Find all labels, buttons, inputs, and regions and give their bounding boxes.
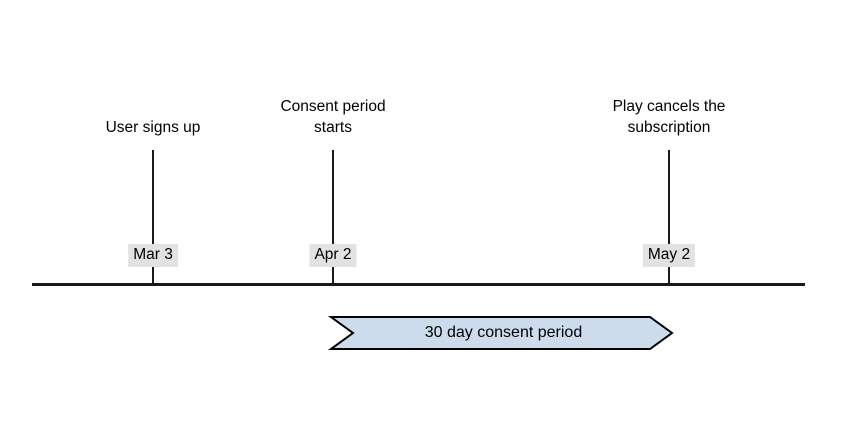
event-stem-play-cancels-the-subscription [668,150,670,283]
date-chip-may-2: May 2 [642,244,696,267]
event-stem-user-signs-up [152,150,154,283]
timeline-axis [32,283,805,286]
date-chip-apr-2: Apr 2 [309,244,357,267]
event-caption-play-cancels-the-subscription: Play cancels the subscription [612,98,726,136]
ribbon-shape-icon [327,316,674,350]
event-caption-user-signs-up: User signs up [105,119,201,136]
consent-period-ribbon: 30 day consent period [327,316,674,350]
event-caption-consent-period-starts: Consent period starts [280,98,386,136]
event-stem-consent-period-starts [332,150,334,283]
date-chip-mar-3: Mar 3 [128,244,178,267]
